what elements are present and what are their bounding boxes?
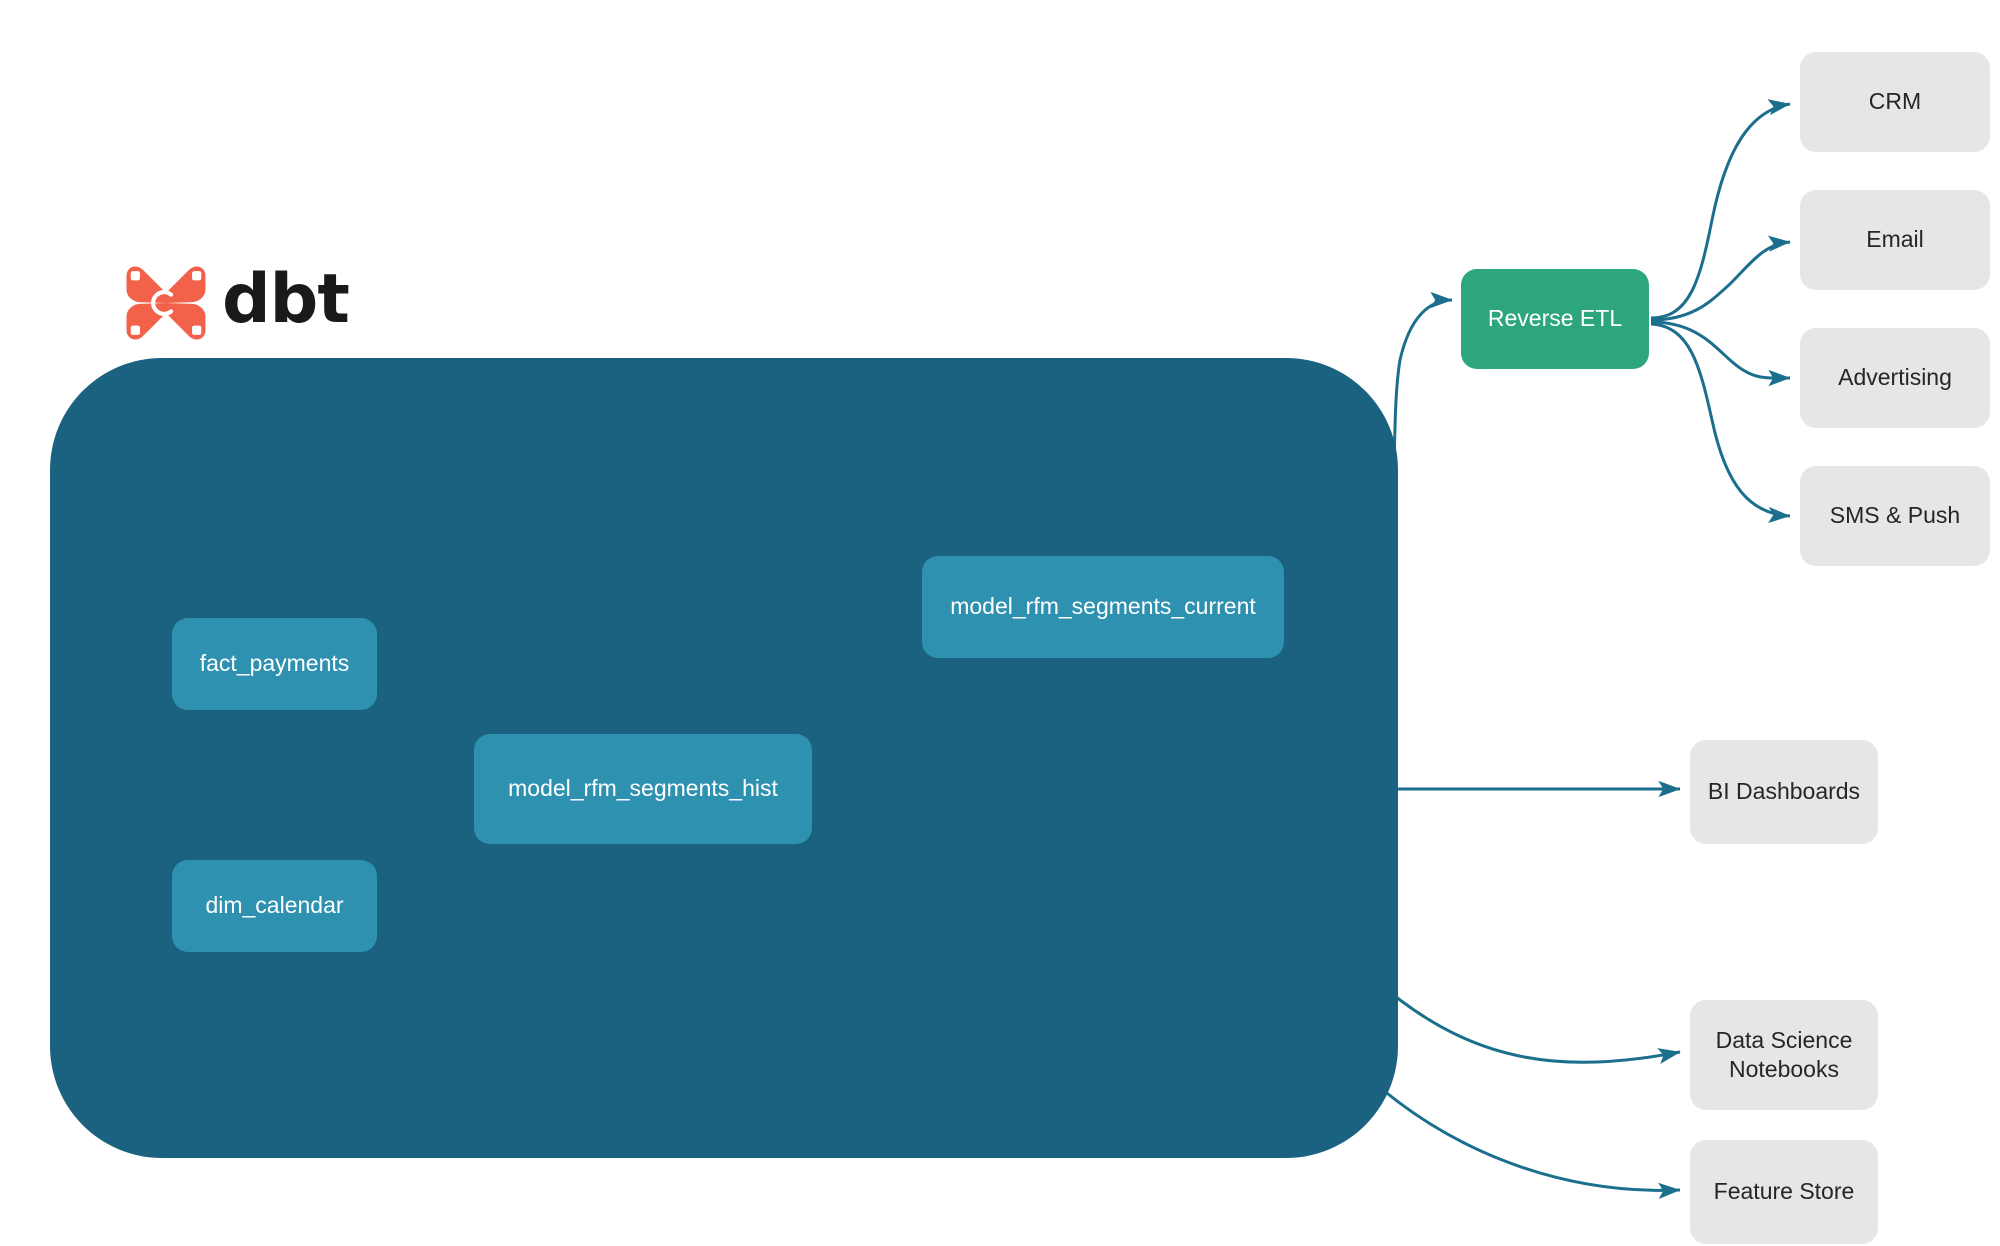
edge-reverse-etl-to-advertising (1650, 320, 1791, 387)
node-label: BI Dashboards (1707, 778, 1861, 805)
node-label: Feature Store (1713, 1178, 1855, 1205)
node-label: Advertising (1838, 364, 1952, 391)
node-label: Reverse ETL (1487, 305, 1623, 332)
edge-reverse-etl-to-email (1650, 235, 1791, 322)
node-label: fact_payments (199, 650, 350, 677)
node-label: model_rfm_segments_hist (508, 775, 778, 802)
dbt-wordmark: dbt (222, 260, 350, 339)
dbt-logo: dbt (124, 258, 350, 348)
node-reverse-etl[interactable]: Reverse ETL (1461, 269, 1649, 369)
node-label: SMS & Push (1829, 502, 1961, 529)
node-label: model_rfm_segments_current (950, 593, 1256, 620)
node-model-rfm-segments-hist[interactable]: model_rfm_segments_hist (474, 734, 812, 844)
node-label: CRM (1868, 88, 1922, 115)
node-label: dim_calendar (205, 892, 344, 919)
edge-reverse-etl-to-sms-push (1650, 322, 1791, 523)
node-advertising[interactable]: Advertising (1800, 328, 1990, 428)
node-data-science-notebooks[interactable]: Data Science Notebooks (1690, 1000, 1878, 1110)
node-label: Email (1866, 226, 1924, 253)
node-sms-push[interactable]: SMS & Push (1800, 466, 1990, 566)
node-dim-calendar[interactable]: dim_calendar (172, 860, 377, 952)
node-feature-store[interactable]: Feature Store (1690, 1140, 1878, 1244)
dbt-x-mark-icon (126, 266, 206, 340)
node-fact-payments[interactable]: fact_payments (172, 618, 377, 710)
node-email[interactable]: Email (1800, 190, 1990, 290)
node-bi-dashboards[interactable]: BI Dashboards (1690, 740, 1878, 844)
node-crm[interactable]: CRM (1800, 52, 1990, 152)
node-label: Data Science Notebooks (1715, 1026, 1853, 1082)
edge-reverse-etl-to-crm (1650, 99, 1791, 320)
node-model-rfm-segments-current[interactable]: model_rfm_segments_current (922, 556, 1284, 658)
